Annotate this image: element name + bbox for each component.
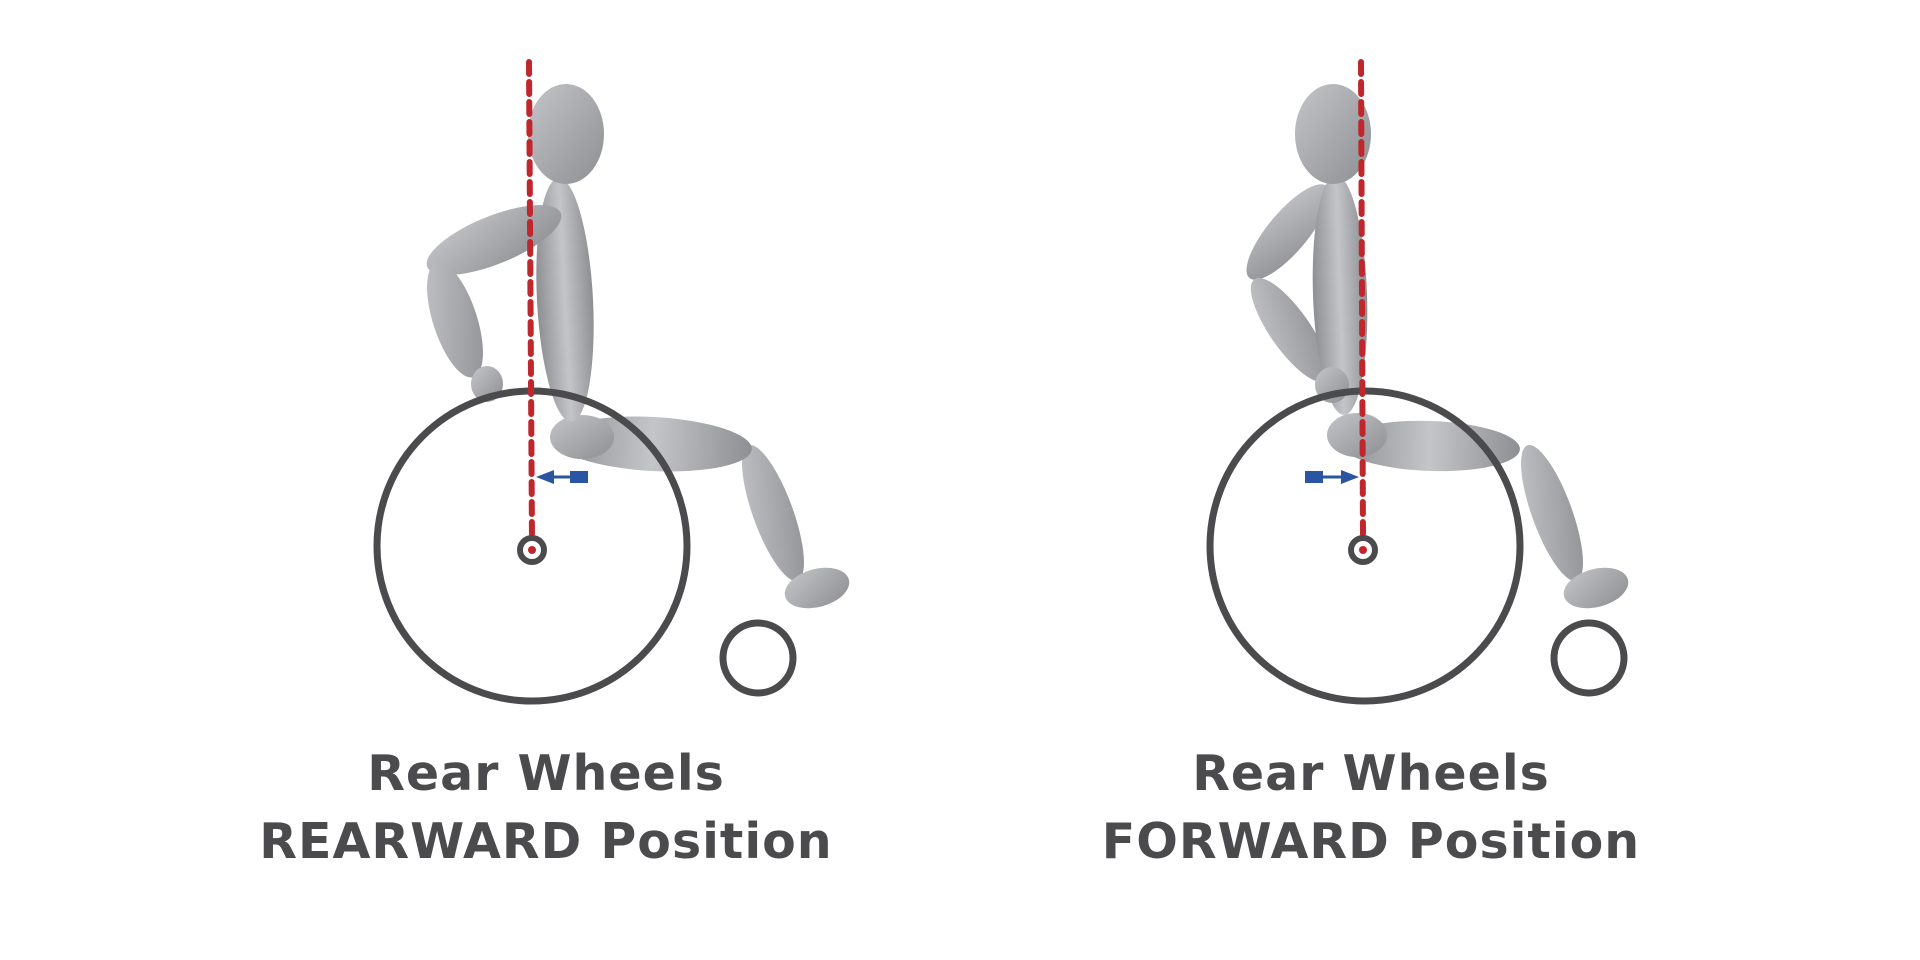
seated-figure-rearward	[426, 84, 850, 609]
caster-wheel	[719, 619, 797, 697]
forward-caption: Rear Wheels FORWARD Position	[1021, 740, 1721, 876]
torso	[536, 178, 594, 422]
rearward-panel	[373, 59, 850, 705]
head	[1295, 84, 1371, 184]
foot	[784, 567, 850, 609]
center-of-gravity-line	[526, 59, 535, 543]
lower-leg	[742, 444, 804, 582]
arrow-left-icon	[536, 470, 588, 484]
arrow-right-icon	[1305, 470, 1359, 484]
forward-panel	[1206, 59, 1629, 705]
rearward-caption: Rear Wheels REARWARD Position	[196, 740, 896, 876]
foot	[1563, 567, 1629, 609]
center-of-gravity-line	[1358, 59, 1366, 543]
torso	[1312, 175, 1368, 415]
forearm	[1250, 277, 1330, 383]
caption-line-2: REARWARD Position	[259, 813, 833, 870]
hip	[550, 415, 614, 459]
axle-center	[528, 546, 536, 554]
caption-line-1: Rear Wheels	[367, 745, 725, 802]
lower-leg	[1521, 444, 1583, 582]
caption-line-2: FORWARD Position	[1101, 813, 1641, 870]
caption-line-1: Rear Wheels	[1192, 745, 1550, 802]
upper-arm	[1246, 184, 1330, 280]
hip	[1327, 413, 1387, 457]
head	[528, 84, 604, 184]
seated-figure-forward	[1246, 84, 1629, 609]
forearm	[427, 262, 483, 378]
caster-wheel	[1550, 619, 1628, 697]
axle-center	[1359, 546, 1367, 554]
